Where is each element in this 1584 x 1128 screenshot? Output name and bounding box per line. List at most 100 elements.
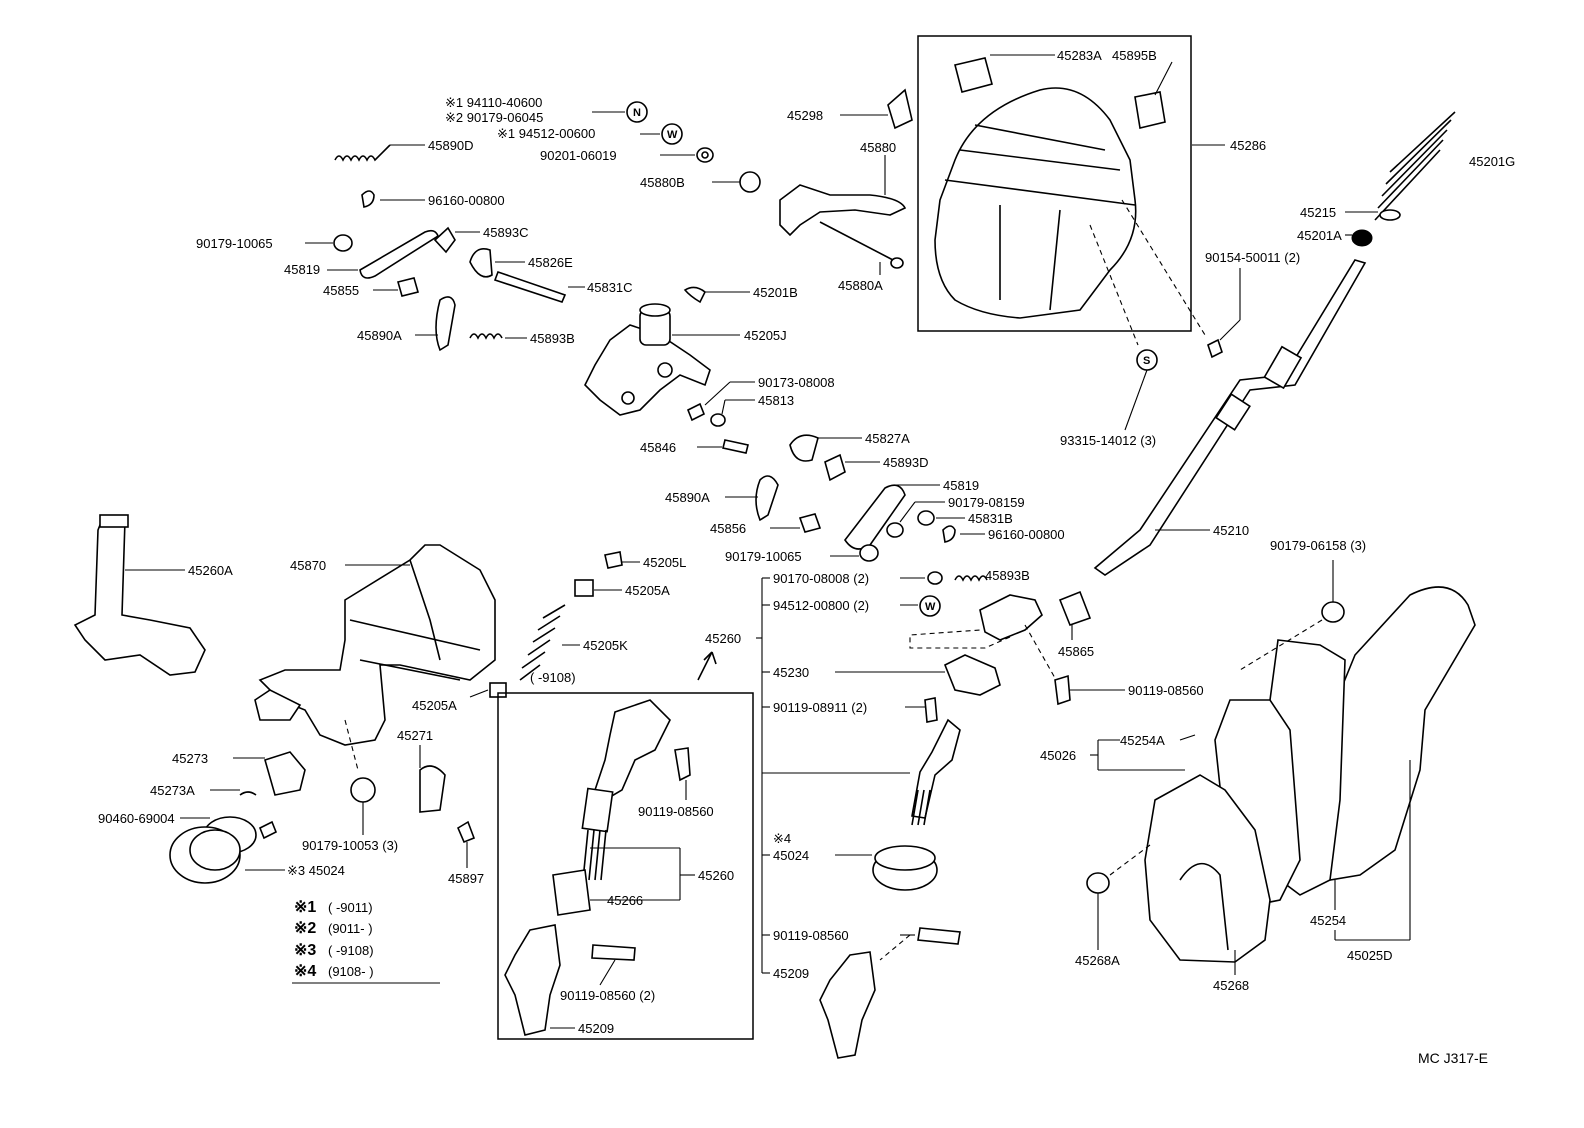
part-45273a-clip xyxy=(239,791,257,796)
label-90119-08560-d: 90119-08560 xyxy=(773,928,849,943)
label-90179-10065-b: 90179-10065 xyxy=(725,549,802,564)
legend: ※1 ( -9011) ※2 (9011- ) ※3 ( -9108) ※4 (… xyxy=(292,899,440,984)
label-45819-a: 45819 xyxy=(284,262,320,277)
part-45271 xyxy=(419,765,446,813)
label-45205l: 45205L xyxy=(643,555,686,570)
label-45209-a: 45209 xyxy=(578,1021,614,1036)
symbol-n xyxy=(626,101,648,123)
label-93315-14012: 93315-14012 (3) xyxy=(1060,433,1156,448)
legend-key-3: ※3 xyxy=(294,942,316,959)
legend-key-1: ※1 xyxy=(294,899,316,916)
part-45201a-nut xyxy=(1351,229,1373,247)
legend-key-2: ※2 xyxy=(294,920,316,937)
part-45205a-1 xyxy=(574,579,594,597)
label-note-2: ※2 90179-06045 xyxy=(445,110,543,125)
label-45813: 45813 xyxy=(758,393,794,408)
label-45880a: 45880A xyxy=(838,278,883,293)
part-90154 xyxy=(1207,338,1223,359)
part-45880a-rod xyxy=(819,221,894,261)
upper-linkage-group: 45890D 96160-00800 90179-10065 45819 458… xyxy=(196,138,798,352)
part-45893d xyxy=(824,453,846,482)
part-45283a-pad xyxy=(954,57,993,93)
symbol-w xyxy=(661,123,683,145)
label-45880: 45880 xyxy=(860,140,896,155)
tilt-bracket-group: 45205J 90173-08008 45813 45846 xyxy=(584,303,835,455)
legend-range-2: (9011- ) xyxy=(328,921,373,936)
label-45273a: 45273A xyxy=(150,783,195,798)
part-45273 xyxy=(264,751,306,796)
label-45283a: 45283A xyxy=(1057,48,1102,63)
part-90170-nut xyxy=(927,571,943,585)
part-45205l xyxy=(604,551,623,569)
label-45855: 45855 xyxy=(323,283,359,298)
svg-text:N: N xyxy=(633,107,641,119)
part-45893b-spring-2 xyxy=(954,575,988,582)
intermediate-shaft-group: 90119-08560 45260 45266 90119-08560 (2) … xyxy=(497,651,754,1040)
label-9108: ( -9108) xyxy=(530,670,576,685)
part-45870-column xyxy=(258,544,496,746)
part-90119-08560-bolt xyxy=(674,747,691,782)
part-45298 xyxy=(887,88,913,130)
part-45831b xyxy=(917,510,935,526)
label-90460-69004: 90460-69004 xyxy=(98,811,175,826)
legend-key-4: ※4 xyxy=(294,963,316,980)
legend-range-3: ( -9108) xyxy=(328,943,374,958)
part-45268-boot xyxy=(1144,774,1271,963)
label-45201b: 45201B xyxy=(753,285,798,300)
label-45880b: 45880B xyxy=(640,175,685,190)
label-90119-08560-b: 90119-08560 xyxy=(638,804,714,819)
symbol-w-2 xyxy=(919,595,941,617)
diagram-code: MC J317-E xyxy=(1418,1050,1488,1066)
label-90154-50011: 90154-50011 (2) xyxy=(1205,250,1300,265)
part-45826e xyxy=(469,248,493,278)
label-45819-b: 45819 xyxy=(943,478,979,493)
label-45268: 45268 xyxy=(1213,978,1249,993)
label-90179-10065-a: 90179-10065 xyxy=(196,236,273,251)
label-note-3: ※1 94512-00600 xyxy=(497,126,595,141)
part-45893b-spring-1 xyxy=(469,333,503,340)
part-45205k-spring xyxy=(519,604,566,681)
part-90173 xyxy=(686,402,706,422)
label-45865: 45865 xyxy=(1058,644,1094,659)
label-45298: 45298 xyxy=(787,108,823,123)
part-90179-06158 xyxy=(1321,601,1345,623)
svg-text:W: W xyxy=(925,601,936,613)
label-90179-10053: 90179-10053 (3) xyxy=(302,838,398,853)
part-90179-10065-nut xyxy=(333,234,353,252)
column-cover-group: 45283A 45895B 45286 xyxy=(917,35,1266,346)
label-45201g: 45201G xyxy=(1469,154,1515,169)
label-45205j: 45205J xyxy=(744,328,787,343)
label-45266: 45266 xyxy=(607,893,643,908)
label-45826e: 45826E xyxy=(528,255,573,270)
intermediate-shaft-box xyxy=(497,692,754,1040)
label-45024-a: ※3 45024 xyxy=(287,863,345,878)
part-45201b-clip xyxy=(683,286,707,304)
label-96160-00800-b: 96160-00800 xyxy=(988,527,1065,542)
label-90179-06158: 90179-06158 (3) xyxy=(1270,538,1366,553)
label-45230: 45230 xyxy=(773,665,809,680)
label-45260a: 45260A xyxy=(188,563,233,578)
part-90179-10065-b xyxy=(859,544,879,562)
part-45260a-switch xyxy=(73,519,206,676)
label-45205k: 45205K xyxy=(583,638,628,653)
part-45260-joint xyxy=(594,699,671,802)
part-45024-shaft xyxy=(911,718,961,819)
part-45201g-spring xyxy=(1374,111,1456,221)
part-90119-08911-bolt xyxy=(924,697,938,723)
note-group: ※1 94110-40600 ※2 90179-06045 N ※1 94512… xyxy=(445,95,714,163)
part-45893b-bracket xyxy=(979,594,1043,641)
column-cover-box xyxy=(917,35,1192,332)
lower-linkage-group: 45827A 45893D 45890A 45819 90179-08159 4… xyxy=(665,431,1065,564)
label-45271: 45271 xyxy=(397,728,433,743)
part-45286-cover xyxy=(934,87,1137,319)
label-45890a-2: 45890A xyxy=(665,490,710,505)
label-90170-08008: 90170-08008 (2) xyxy=(773,571,869,586)
label-90173-08008: 90173-08008 xyxy=(758,375,835,390)
part-96160-clip xyxy=(361,190,375,208)
label-45890d: 45890D xyxy=(428,138,474,153)
label-45827a: 45827A xyxy=(865,431,910,446)
part-90179-10053 xyxy=(350,777,376,803)
svg-text:W: W xyxy=(667,129,678,141)
label-45846: 45846 xyxy=(640,440,676,455)
